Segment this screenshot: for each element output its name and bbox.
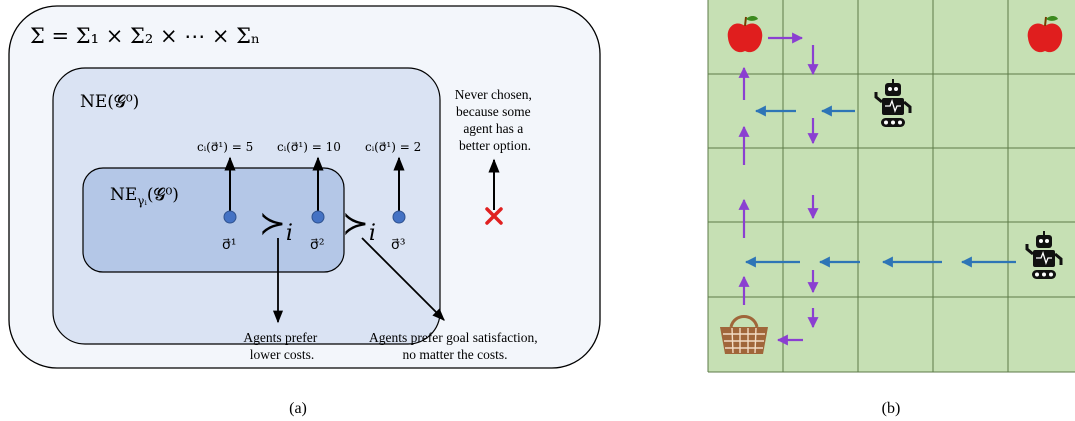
profile-dot [311, 210, 325, 224]
profile-label: σ⃗³ [391, 237, 406, 253]
cost-label: cᵢ(σ⃗¹) = 2 [365, 140, 421, 154]
profile-label: σ⃗² [310, 237, 325, 253]
profile-dot [392, 210, 406, 224]
ne-inner-label: NEγᵢ(𝓖⁰) [110, 185, 179, 208]
cost-label: cᵢ(σ⃗¹) = 10 [277, 140, 341, 154]
purple-route [738, 32, 819, 346]
profile-dot [223, 210, 237, 224]
caption-b: (b) [882, 400, 901, 417]
panel-b: (b) [707, 0, 1075, 417]
apple-icon [727, 15, 763, 53]
caption-a: (a) [289, 400, 307, 417]
grid-lines [707, 0, 1075, 373]
explain-arrow [361, 237, 445, 321]
panel-a: Σ = Σ₁ × Σ₂ × ⋯ × Σₙ NE(𝓖⁰) NEγᵢ(𝓖⁰) cᵢ(… [8, 5, 601, 417]
apple-icon [1027, 15, 1063, 53]
never-chosen-text: Never chosen, because some agent has a b… [455, 87, 536, 153]
profile-label: σ⃗¹ [222, 237, 237, 253]
robot-icon [1025, 231, 1063, 279]
cross-icon [485, 207, 503, 225]
basket-icon [720, 315, 768, 354]
lower-costs-text: Agents prefer lower costs. [243, 330, 320, 362]
goal-satisfaction-text: Agents prefer goal satisfaction, no matt… [369, 330, 541, 362]
preference-symbol: ≻i [342, 204, 376, 246]
grid-background [708, 0, 1075, 372]
ne-outer-label: NE(𝓖⁰) [80, 92, 139, 112]
blue-route [744, 105, 1016, 268]
preference-symbol: ≻i [259, 204, 293, 246]
robot-icon [874, 79, 912, 127]
cost-label: cᵢ(σ⃗¹) = 5 [197, 140, 253, 154]
sigma-equation: Σ = Σ₁ × Σ₂ × ⋯ × Σₙ [30, 24, 260, 48]
ne-gamma-box [82, 167, 345, 273]
